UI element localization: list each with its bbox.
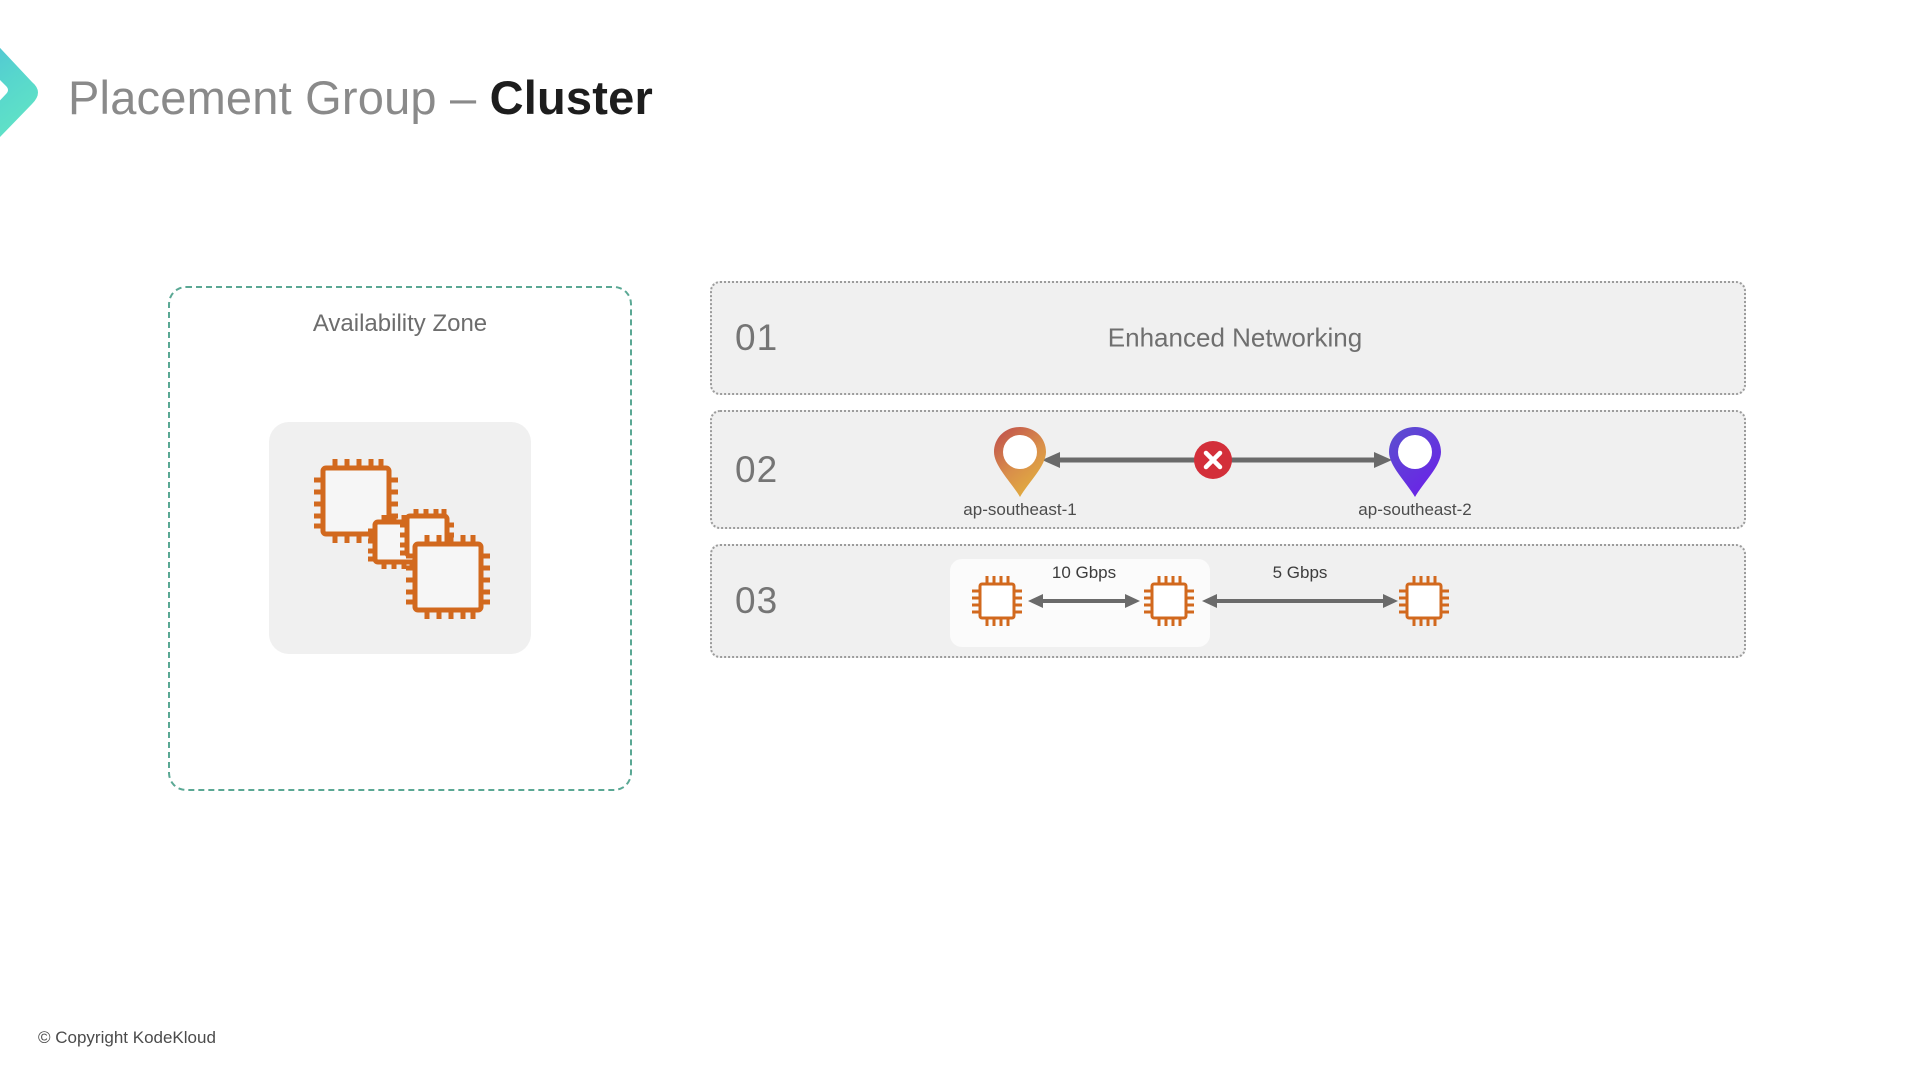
bandwidth-diagram: 10 Gbps 5 Gbps — [712, 546, 1744, 656]
region-label-ap-southeast-2: ap-southeast-2 — [1358, 500, 1472, 519]
page-title-lead: Placement Group — [68, 71, 437, 124]
double-arrow-icon-5gbps — [1202, 594, 1398, 608]
cpu-chip-icon-3 — [1399, 576, 1449, 626]
bandwidth-label-5gbps: 5 Gbps — [1272, 563, 1328, 582]
region-diagram: ap-southeast-1 ap-southeast-2 — [712, 412, 1744, 527]
availability-zone-box: Availability Zone — [168, 286, 632, 791]
row-content: ap-southeast-1 ap-southeast-2 — [712, 412, 1744, 527]
feature-row-01[interactable]: 01 Enhanced Networking — [710, 281, 1746, 395]
bandwidth-label-10gbps: 10 Gbps — [1051, 563, 1117, 582]
feature-row-02[interactable]: 02 — [710, 410, 1746, 529]
double-arrow-icon-10gbps — [1028, 594, 1140, 608]
feature-rows: 01 Enhanced Networking 02 — [710, 281, 1746, 673]
row-01-text: Enhanced Networking — [1107, 322, 1363, 353]
map-pin-icon-ap-southeast-2 — [1389, 427, 1441, 497]
page-title-emphasis: Cluster — [489, 71, 653, 124]
copyright-footer: © Copyright KodeKloud — [38, 1028, 216, 1047]
cpu-chip-icon-2 — [1144, 576, 1194, 626]
row-content: Enhanced Networking — [712, 283, 1744, 393]
row-content: 10 Gbps 5 Gbps — [712, 546, 1744, 656]
page-title-dash: – — [450, 71, 477, 124]
region-label-ap-southeast-1: ap-southeast-1 — [963, 500, 1077, 519]
row-number: 01 — [735, 317, 779, 358]
cpu-chip-icon-1 — [972, 576, 1022, 626]
page-title: Placement Group – Cluster — [68, 74, 653, 121]
chevron-logo-icon — [0, 12, 62, 172]
availability-zone-label: Availability Zone — [312, 310, 488, 337]
row-number: 02 — [735, 448, 779, 490]
x-circle-icon — [1194, 441, 1232, 479]
feature-row-03[interactable]: 03 — [710, 544, 1746, 658]
map-pin-icon-ap-southeast-1 — [994, 427, 1046, 497]
cpu-cluster-icon — [314, 459, 490, 619]
availability-zone-card — [269, 422, 531, 654]
row-number: 03 — [735, 580, 779, 621]
